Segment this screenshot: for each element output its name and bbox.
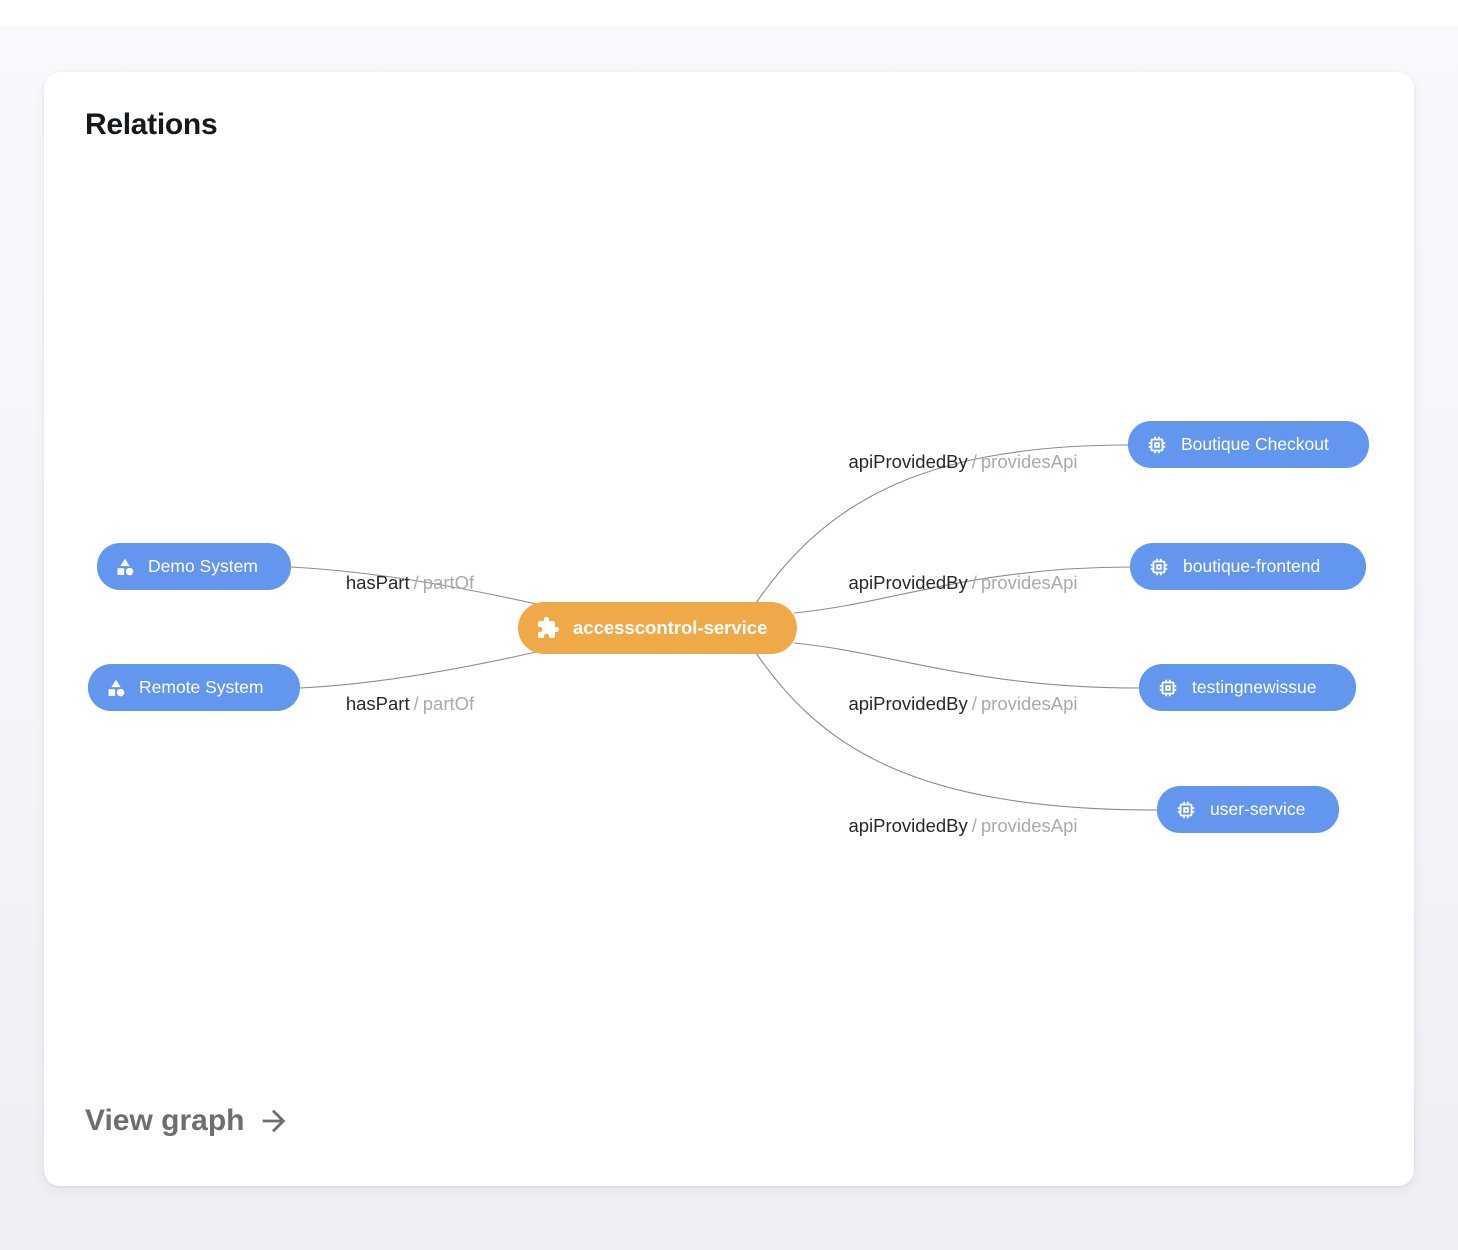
node-accesscontrol-service[interactable]: accesscontrol-service — [518, 602, 797, 654]
edge-boutique-checkout — [755, 444, 1129, 604]
node-label: Boutique Checkout — [1181, 434, 1329, 454]
node-boutique-checkout[interactable]: Boutique Checkout — [1128, 421, 1369, 468]
edge-boutique-frontend — [793, 566, 1131, 614]
edge-demo-system — [290, 566, 537, 605]
edge-user-service — [755, 652, 1158, 811]
arrow-right-icon — [262, 1109, 285, 1133]
card-title: Relations — [85, 108, 218, 141]
api-chip-icon — [1148, 556, 1170, 578]
relations-graph: hasPart/partOf hasPart/partOf apiProvide… — [44, 72, 1414, 1186]
node-label: user-service — [1210, 799, 1306, 819]
api-chip-icon — [1157, 677, 1179, 699]
top-strip — [0, 0, 1458, 26]
node-label: Demo System — [148, 556, 258, 576]
relations-card: Relations hasPart/partOf hasPart/partOf … — [44, 72, 1414, 1186]
node-user-service[interactable]: user-service — [1157, 786, 1339, 833]
system-icon — [115, 557, 135, 577]
node-label: boutique-frontend — [1183, 556, 1321, 576]
node-label: Remote System — [139, 677, 264, 697]
node-demo-system[interactable]: Demo System — [97, 543, 291, 590]
edge-remote-system — [299, 651, 537, 689]
node-label: testingnewissue — [1192, 677, 1317, 697]
node-label: accesscontrol-service — [573, 617, 768, 638]
view-graph-link[interactable]: View graph — [85, 1104, 291, 1138]
edge-lines — [290, 444, 1158, 811]
edge-testingnewissue — [793, 642, 1140, 689]
view-graph-label: View graph — [85, 1104, 245, 1137]
api-chip-icon — [1146, 434, 1168, 456]
puzzle-icon — [536, 616, 560, 640]
node-boutique-frontend[interactable]: boutique-frontend — [1130, 543, 1366, 590]
api-chip-icon — [1175, 799, 1197, 821]
node-remote-system[interactable]: Remote System — [88, 664, 300, 711]
system-icon — [106, 678, 126, 698]
node-testingnewissue[interactable]: testingnewissue — [1139, 664, 1356, 711]
